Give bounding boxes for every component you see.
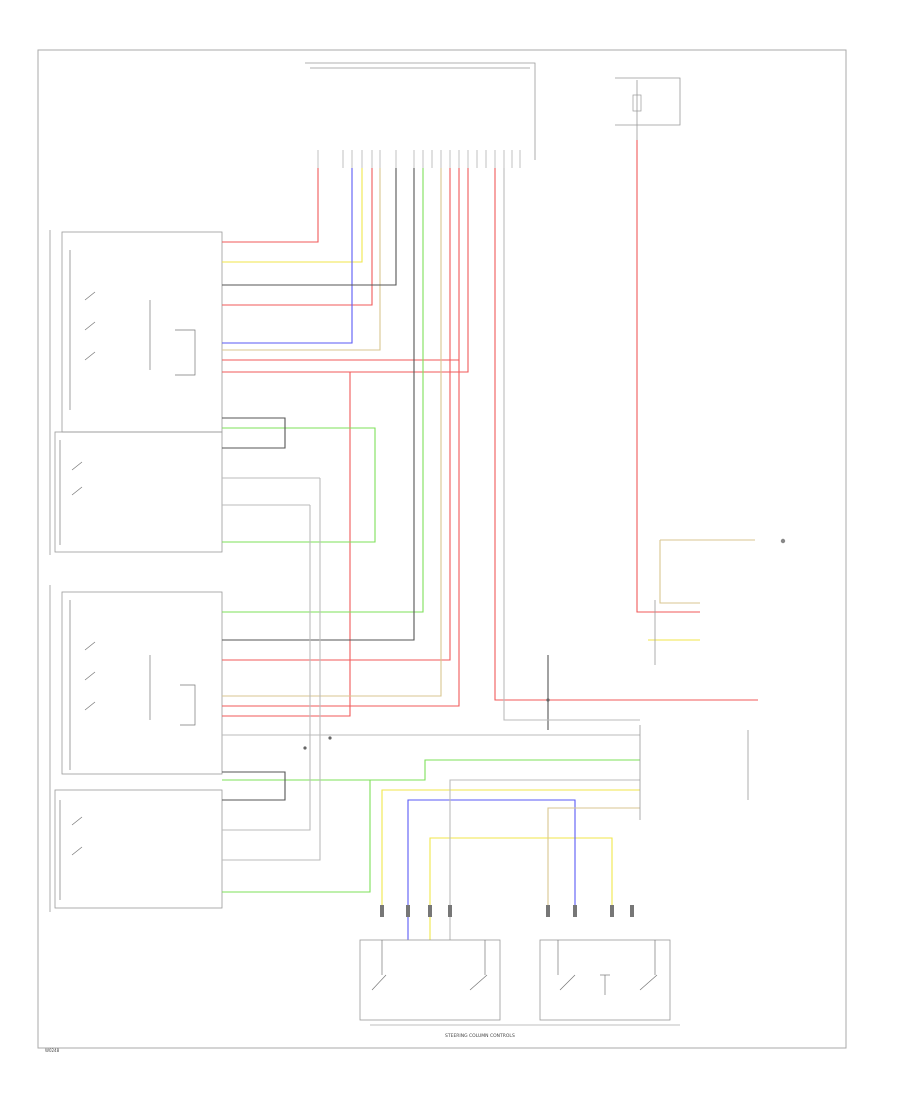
wire-harness [222,140,758,940]
diagram-border [37,49,847,1049]
top-pin-ticks [317,150,521,168]
ground-icon [780,538,786,544]
switch-icon [71,641,96,856]
junction-dots [303,698,550,750]
switch-icon [371,940,658,995]
left-steering-switch-module [49,230,223,555]
bottom-steering-wheel-switches [359,905,680,1026]
right-connector-block [639,538,786,820]
connector-icon [380,905,634,917]
diagram-code: W0248 [45,1048,60,1053]
right-steering-switch-module [49,585,223,912]
bottom-caption: STEERING COLUMN CONTROLS [445,1033,515,1039]
switch-icon [71,291,96,496]
top-connector-block [305,62,536,168]
fuse-block [615,77,681,140]
